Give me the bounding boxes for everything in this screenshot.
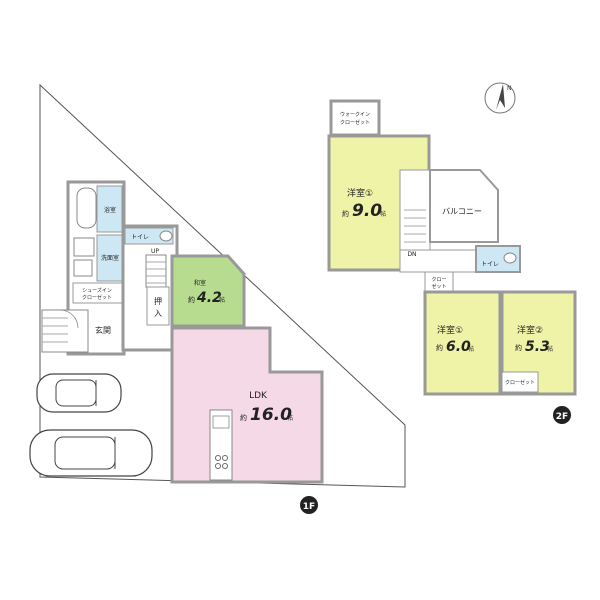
sink	[212, 415, 230, 429]
label-shoes-closet-2: クローゼット	[82, 294, 112, 301]
label-western-big: 洋室①	[347, 187, 373, 199]
washroom	[96, 234, 123, 282]
label-japanese-size: 4.2	[196, 290, 222, 306]
label-closet-left-2: ゼット	[431, 283, 446, 290]
floor2-badge-label: 2F	[556, 412, 568, 422]
label-western-1-unit: 帖	[468, 345, 474, 353]
toilet-bowl-2f	[503, 252, 517, 264]
label-shoes-closet-1: シューズイン	[82, 287, 112, 294]
floor1-plan: 浴室 洗面室 トイレ シューズイン クローゼット 玄関 UP 押 入 和室 約 …	[41, 180, 324, 514]
label-japanese-room: 和室	[194, 279, 206, 287]
label-closet-bottom: クローゼット	[505, 379, 535, 386]
label-washroom: 洗面室	[101, 254, 119, 262]
label-western-1-size: 6.0	[446, 339, 471, 355]
toilet-bowl-1f	[159, 230, 173, 242]
label-ldk: LDK	[249, 391, 268, 401]
label-entrance: 玄関	[95, 325, 111, 335]
label-western-1: 洋室①	[437, 324, 463, 336]
label-bath: 浴室	[104, 206, 116, 214]
label-ldk-approx: 約	[240, 413, 247, 422]
label-western-big-unit: 帖	[380, 210, 386, 218]
label-ldk-unit: 帖	[287, 414, 293, 422]
label-up: UP	[151, 248, 159, 255]
north-compass-icon: N	[484, 82, 516, 114]
label-western-2-size: 5.3	[525, 339, 550, 355]
label-japanese-unit: 帖	[219, 296, 225, 304]
label-western-2: 洋室②	[517, 324, 543, 336]
label-western-2-approx: 約	[515, 343, 522, 352]
closet-bottom	[501, 371, 539, 393]
label-walkin-1: ウォークイン	[340, 111, 370, 118]
label-western-big-approx: 約	[342, 209, 349, 218]
label-closet-left-1: クロー	[431, 277, 446, 283]
floor1-badge-label: 1F	[303, 502, 315, 512]
car-bottom	[29, 429, 153, 477]
label-storage-2: 入	[154, 309, 162, 318]
label-storage: 押	[154, 296, 162, 306]
label-ldk-size: 16.0	[250, 405, 292, 425]
label-western-2-unit: 帖	[547, 345, 553, 353]
washbasin	[73, 237, 95, 257]
compass-north-label: N	[507, 85, 512, 92]
toilet-room-1f	[124, 227, 174, 245]
stove-burner	[215, 455, 221, 461]
label-japanese-approx: 約	[188, 295, 195, 304]
label-western-1-approx: 約	[436, 343, 443, 352]
label-western-big-size: 9.0	[352, 201, 382, 221]
entrance-porch	[41, 309, 89, 353]
label-balcony: バルコニー	[442, 207, 482, 216]
bath-room	[96, 185, 123, 233]
stairs-1f	[145, 254, 167, 288]
walkin-closet	[329, 99, 381, 137]
bathtub	[76, 187, 97, 229]
floor1-badge	[300, 496, 318, 514]
shoes-closet	[72, 282, 123, 304]
storage-oshiire	[146, 286, 170, 326]
label-toilet-1f: トイレ	[131, 234, 149, 241]
car-top	[36, 373, 122, 413]
western-room-1	[423, 290, 502, 396]
label-toilet-2f: トイレ	[481, 261, 499, 268]
washing-machine	[73, 259, 93, 277]
japanese-room	[170, 254, 246, 328]
floor2-plan: ウォークイン クローゼット 洋室① 約 9.0 帖 バルコニー DN トイレ ク…	[327, 99, 577, 424]
floor2-badge	[553, 406, 571, 424]
balcony	[429, 169, 499, 243]
label-walkin-2: クローゼット	[340, 119, 370, 126]
label-dn: DN	[407, 251, 416, 258]
